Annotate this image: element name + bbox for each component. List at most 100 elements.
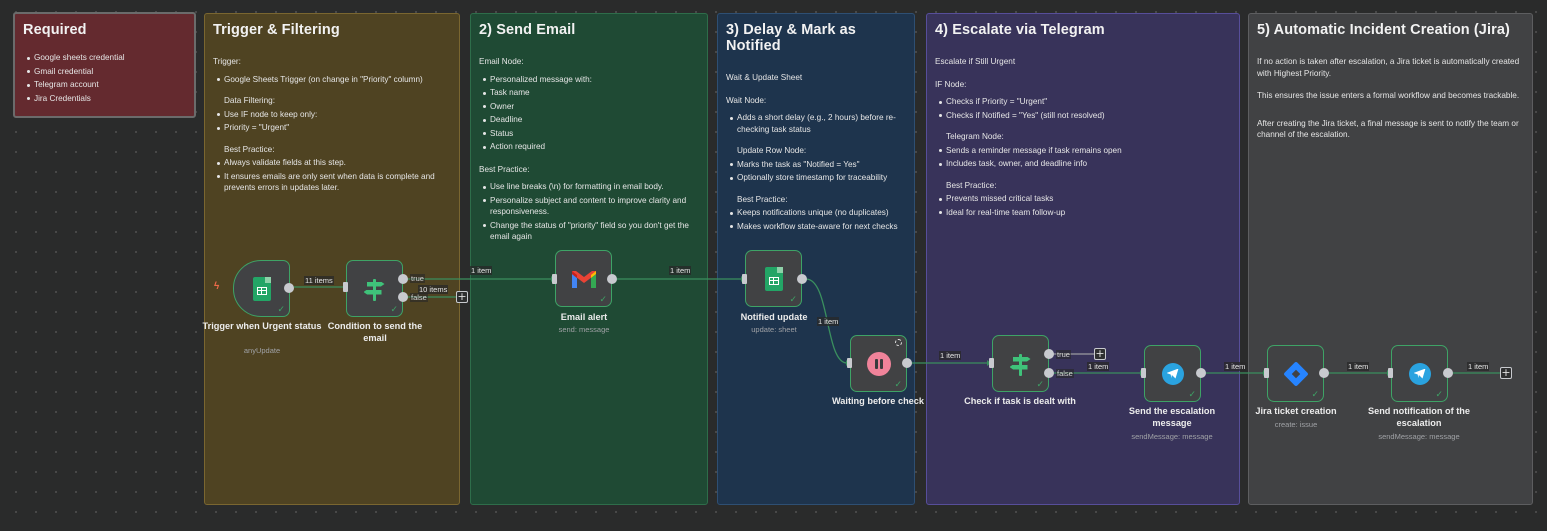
sticky-label: Update Row Node: [737,146,807,155]
success-check-icon: ✓ [789,294,797,304]
node-title: Send the escalation message [1128,406,1216,428]
sticky-item: Use line breaks (\n) for formatting in e… [481,181,699,193]
if-signpost-icon [1009,352,1033,376]
sticky-trigger-filtering[interactable]: Trigger & Filtering Trigger: Google Shee… [204,13,460,505]
node-email-alert[interactable]: ✓ [555,250,612,307]
add-node-button[interactable]: + [456,290,468,303]
branch-label-true: true [1056,350,1071,359]
node-notified-update[interactable]: ✓ [745,250,802,307]
sticky-jira-incident[interactable]: 5) Automatic Incident Creation (Jira) If… [1248,13,1533,505]
output-handle[interactable] [607,274,617,284]
sticky-item: Includes task, owner, and deadline info [937,158,1231,170]
input-handle[interactable] [742,274,747,284]
edge-label: 10 items [418,285,449,294]
sticky-label: Data Filtering: [224,96,275,105]
node-send-escalation-message[interactable]: ✓ [1144,345,1201,402]
required-item: Telegram account [25,79,186,91]
node-title: Check if task is dealt with [964,396,1076,406]
input-handle[interactable] [847,358,852,368]
loading-indicator-icon [895,339,902,346]
sticky-label: IF Node: [935,79,967,89]
success-check-icon: ✓ [599,294,607,304]
edge-label: 1 item [1087,362,1110,371]
output-handle-false[interactable] [1044,368,1054,378]
output-handle-false[interactable] [398,292,408,302]
branch-label-false: false [1056,369,1074,378]
input-handle[interactable] [1388,368,1393,378]
sticky-item: Use IF node to keep only: [215,109,451,121]
sticky-item: Optionally store timestamp for traceabil… [728,172,906,184]
sticky-item: Change the status of "priority" field so… [481,220,699,243]
sticky-item: Action required [481,141,699,153]
node-title: Send notification of the escalation [1367,406,1471,428]
sticky-item: Checks if Notified = "Yes" (still not re… [937,110,1231,122]
output-handle[interactable] [284,283,294,293]
node-title: Condition to send the email [327,321,423,343]
google-sheets-icon [252,276,271,301]
edge-label: 1 item [470,266,493,275]
sticky-item: Owner [481,101,699,113]
input-handle[interactable] [1264,368,1269,378]
gmail-icon [571,270,596,288]
output-handle[interactable] [797,274,807,284]
sticky-item: Status [481,128,699,140]
telegram-icon [1408,362,1431,385]
edge-label: 1 item [939,351,962,360]
edge-label: 1 item [1467,362,1490,371]
sticky-title: 2) Send Email [479,22,576,38]
sticky-paragraph: After creating the Jira ticket, a final … [1257,118,1519,140]
sticky-paragraph: This ensures the issue enters a formal w… [1257,91,1520,100]
node-trigger-when-urgent[interactable]: ✓ [233,260,290,317]
required-item: Gmail credential [25,66,186,78]
node-condition-send-email[interactable]: ✓ [346,260,403,317]
sticky-send-email[interactable]: 2) Send Email Email Node: Personalized m… [470,13,708,505]
node-check-task-dealt[interactable]: ✓ [992,335,1049,392]
edge-label: 11 items [304,276,334,285]
input-handle[interactable] [989,358,994,368]
sticky-item: Sends a reminder message if task remains… [937,145,1231,157]
input-handle[interactable] [343,282,348,292]
sticky-item: Marks the task as "Notified = Yes" [728,159,906,171]
sticky-title: 3) Delay & Mark as Notified [726,22,856,54]
telegram-icon [1161,362,1184,385]
output-handle-true[interactable] [398,274,408,284]
pause-icon [866,351,891,376]
output-handle[interactable] [1443,368,1453,378]
node-title: Waiting before check [831,396,925,406]
sticky-item: Checks if Priority = "Urgent" [937,96,1231,108]
success-check-icon: ✓ [390,304,398,314]
node-send-notification-escalation[interactable]: ✓ [1391,345,1448,402]
add-node-button[interactable]: + [1500,366,1512,379]
sticky-item: Keeps notifications unique (no duplicate… [728,207,906,219]
node-title: Notified update [740,312,808,322]
sticky-label: Email Node: [479,57,524,66]
required-item: Jira Credentials [25,93,186,105]
node-subtitle: send: message [558,325,610,334]
add-node-button[interactable]: + [1094,347,1106,360]
output-handle[interactable] [902,358,912,368]
sticky-paragraph: If no action is taken after escalation, … [1257,57,1520,78]
input-handle[interactable] [552,274,557,284]
node-waiting-before-check[interactable]: ✓ [850,335,907,392]
sticky-item: Personalized message with: [481,74,699,86]
sticky-item: Personalize subject and content to impro… [481,195,699,218]
sticky-item: Priority = "Urgent" [215,122,451,134]
sticky-intro: Escalate if Still Urgent [935,57,1016,66]
output-handle-true[interactable] [1044,349,1054,359]
sticky-item: Prevents missed critical tasks [937,193,1231,205]
jira-icon [1282,360,1309,387]
output-handle[interactable] [1319,368,1329,378]
node-title: Email alert [560,312,608,322]
node-subtitle: anyUpdate [243,346,281,355]
node-subtitle: update: sheet [751,325,797,334]
edge-label: 1 item [817,317,840,326]
if-signpost-icon [363,277,387,301]
node-jira-ticket-creation[interactable]: ✓ [1267,345,1324,402]
sticky-required[interactable]: Required Google sheets credential Gmail … [13,12,196,118]
node-title: Trigger when Urgent status [202,321,322,331]
output-handle[interactable] [1196,368,1206,378]
input-handle[interactable] [1141,368,1146,378]
branch-label-true: true [410,274,425,283]
sticky-escalate-telegram[interactable]: 4) Escalate via Telegram Escalate if Sti… [926,13,1240,505]
